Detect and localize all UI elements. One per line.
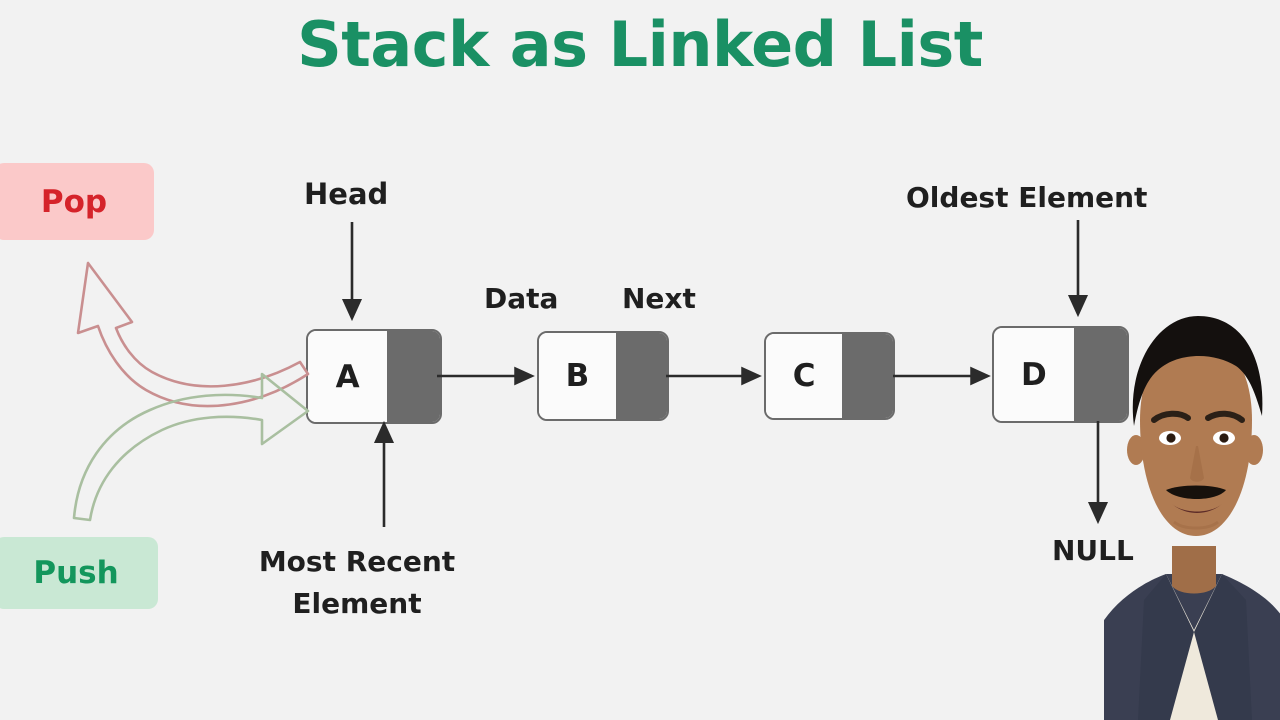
push-badge-label: Push	[33, 555, 119, 591]
list-node-a: A	[306, 329, 442, 424]
push-arrow	[72, 372, 310, 522]
node-a-data: A	[308, 331, 388, 422]
head-label: Head	[304, 177, 389, 211]
node-a-next	[387, 331, 440, 422]
pop-badge-label: Pop	[40, 183, 108, 220]
oldest-element-label: Oldest Element	[906, 181, 1148, 214]
presenter-illustration	[1104, 316, 1280, 720]
push-badge: Push	[0, 537, 158, 609]
list-node-b: B	[537, 331, 669, 421]
null-label: NULL	[1052, 534, 1134, 567]
list-node-d: D	[992, 326, 1129, 423]
node-c-data: C	[766, 334, 843, 418]
data-field-label: Data	[484, 282, 559, 315]
node-b-data: B	[539, 333, 616, 419]
page-title: Stack as Linked List	[297, 8, 983, 81]
presenter-overlay	[1104, 300, 1280, 720]
node-b-next	[615, 333, 667, 419]
most-recent-element-label: Most Recent Element	[258, 545, 456, 620]
node-c-next	[842, 334, 893, 418]
next-field-label: Next	[622, 282, 696, 315]
pop-badge: Pop	[0, 163, 154, 240]
node-d-data: D	[994, 328, 1074, 421]
node-d-next	[1073, 328, 1127, 421]
list-node-c: C	[764, 332, 895, 420]
pop-arrow	[76, 261, 310, 408]
